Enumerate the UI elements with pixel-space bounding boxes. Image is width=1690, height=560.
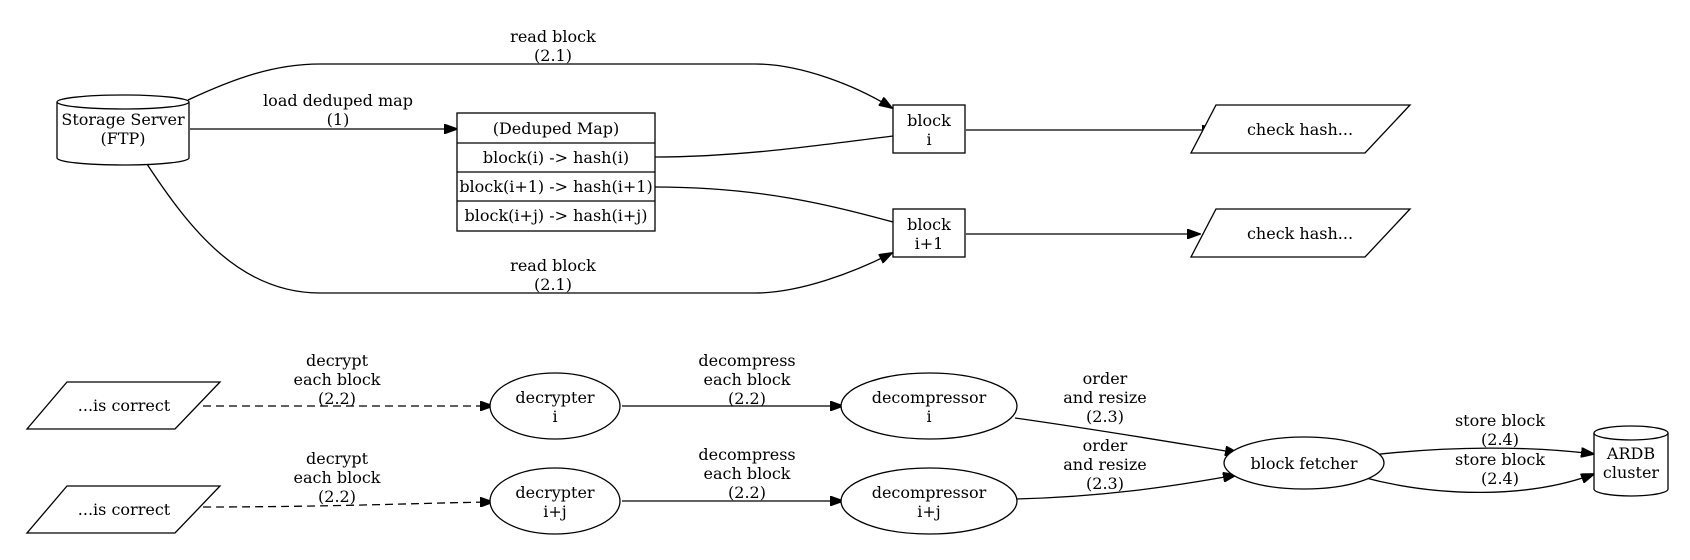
edge-map-row-to-block-i1 (654, 186, 894, 223)
edge-label: (2.4) (1481, 469, 1519, 488)
edge-decompress-1: decompress each block (2.2) (622, 351, 843, 408)
edge-label: each block (293, 370, 380, 389)
node-label: i (926, 130, 931, 149)
edge-label: (2.2) (728, 389, 766, 408)
edge-load-deduped-map: load deduped map (1) (190, 91, 457, 129)
is-correct-node-1: ...is correct (25, 381, 222, 430)
block-fetcher-node: block fetcher (1223, 436, 1385, 490)
deduped-map-title: (Deduped Map) (493, 119, 620, 138)
edge-label: (2.3) (1086, 474, 1124, 493)
edge-decompress-2: decompress each block (2.2) (622, 445, 843, 502)
edge-label: decompress (698, 445, 795, 464)
block-i-node: block i (892, 104, 966, 154)
edge-order-2: order and resize (2.3) (1014, 436, 1236, 500)
deduped-map-row: block(i+1) -> hash(i+1) (459, 177, 652, 196)
edge-label: store block (1455, 450, 1545, 469)
deduped-map-row: block(i) -> hash(i) (483, 148, 629, 167)
node-label: i+j (543, 502, 566, 521)
edge-label: store block (1455, 411, 1545, 430)
edge-decrypt-1: decrypt each block (2.2) (203, 351, 493, 408)
edge-read-block-bottom: read block (2.1) (144, 160, 892, 294)
edge-label: load deduped map (263, 91, 413, 110)
ardb-cluster-node: ARDB cluster (1593, 425, 1669, 497)
edge-order-1: order and resize (2.3) (1014, 369, 1238, 453)
is-correct-node-2: ...is correct (25, 485, 222, 534)
node-label: decrypter (515, 483, 595, 502)
node-label: i (926, 407, 931, 426)
edge-store-2: store block (2.4) (1361, 450, 1594, 494)
node-label: ...is correct (78, 500, 171, 519)
node-label: check hash... (1247, 120, 1353, 139)
edge-label: (2.2) (318, 389, 356, 408)
edge-label: each block (703, 464, 790, 483)
deduped-map-node: (Deduped Map) block(i) -> hash(i) block(… (456, 112, 656, 232)
node-label: i+j (917, 502, 940, 521)
edge-label: (2.3) (1086, 407, 1124, 426)
edge-label: and resize (1063, 388, 1147, 407)
edge-label: and resize (1063, 455, 1147, 474)
edge-label: order (1083, 436, 1128, 455)
edge-map-row-to-block-i (654, 135, 894, 158)
decompressor-ij-node: decompressor i+j (840, 467, 1018, 535)
edge-label: (2.1) (534, 275, 572, 294)
decrypter-i-node: decrypter i (489, 372, 621, 440)
node-label: i (552, 407, 557, 426)
node-label: decrypter (515, 388, 595, 407)
edge-label: decompress (698, 351, 795, 370)
edge-label: order (1083, 369, 1128, 388)
node-label: check hash... (1247, 224, 1353, 243)
edge-label: each block (703, 370, 790, 389)
storage-server-node: Storage Server (FTP) (56, 94, 190, 166)
edge-label: read block (510, 27, 596, 46)
edge-decrypt-2: decrypt each block (2.2) (202, 449, 493, 508)
edge-label: decrypt (306, 351, 369, 370)
node-label: block (907, 111, 951, 130)
deduped-map-row: block(i+j) -> hash(i+j) (465, 206, 648, 225)
edge-label: read block (510, 256, 596, 275)
edge-label: (1) (327, 110, 350, 129)
node-label: i+1 (915, 234, 944, 253)
block-i1-node: block i+1 (892, 208, 966, 258)
node-label: decompressor (872, 388, 987, 407)
check-hash-node-1: check hash... (1189, 104, 1412, 154)
node-label: block (907, 215, 951, 234)
node-label: cluster (1603, 463, 1659, 482)
node-label: ...is correct (78, 396, 171, 415)
edge-label: each block (293, 468, 380, 487)
edge-label: (2.4) (1481, 430, 1519, 449)
edge-read-block-top: read block (2.1) (187, 27, 892, 108)
edge-label: (2.1) (534, 46, 572, 65)
node-label: Storage Server (61, 110, 185, 129)
check-hash-node-2: check hash... (1189, 208, 1412, 258)
decrypter-ij-node: decrypter i+j (489, 467, 621, 535)
node-label: block fetcher (1251, 454, 1358, 473)
edge-store-1: store block (2.4) (1371, 411, 1594, 455)
edge-label: (2.2) (728, 483, 766, 502)
node-label: ARDB (1606, 444, 1655, 463)
decompressor-i-node: decompressor i (840, 372, 1018, 440)
edge-label: (2.2) (318, 487, 356, 506)
edge-label: decrypt (306, 449, 369, 468)
node-label: decompressor (872, 483, 987, 502)
node-label: (FTP) (100, 129, 145, 148)
